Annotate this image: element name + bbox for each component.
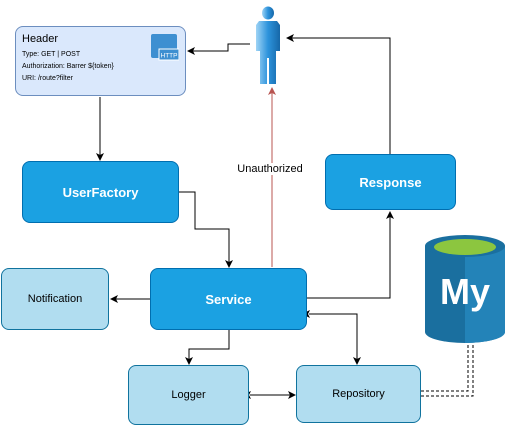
node-logger-label: Logger bbox=[171, 389, 206, 401]
node-logger[interactable]: Logger bbox=[128, 365, 249, 425]
header-uri: URI: /route?filter bbox=[22, 75, 73, 82]
unauthorized-label: Unauthorized bbox=[235, 163, 305, 175]
node-service[interactable]: Service bbox=[150, 268, 307, 330]
header-type: Type: GET | POST bbox=[22, 51, 81, 58]
edge-repository-to-database bbox=[421, 343, 469, 392]
edge-user-to-header bbox=[187, 43, 250, 55]
mysql-logo-text: My bbox=[440, 271, 490, 312]
header-authorization: Authorization: Barrer ${token} bbox=[22, 63, 114, 70]
edge-response-to-user bbox=[286, 34, 391, 154]
node-notification-label: Notification bbox=[27, 293, 83, 305]
node-user-factory-label: UserFactory bbox=[62, 184, 139, 200]
node-service-label: Service bbox=[205, 291, 252, 307]
node-notification[interactable]: Notification bbox=[1, 268, 109, 330]
node-response[interactable]: Response bbox=[325, 154, 456, 210]
user-icon bbox=[256, 6, 280, 84]
edge-service-repository bbox=[302, 310, 361, 365]
node-repository[interactable]: Repository bbox=[296, 365, 421, 423]
edge-service-to-response bbox=[307, 211, 394, 299]
node-response-label: Response bbox=[359, 174, 422, 190]
header-title: Header bbox=[22, 33, 59, 45]
edge-repository-to-database-inner bbox=[421, 343, 474, 397]
mysql-database-icon[interactable]: My bbox=[425, 234, 505, 344]
node-repository-label: Repository bbox=[332, 388, 385, 400]
http-icon: HTTP bbox=[151, 34, 179, 61]
node-user-factory[interactable]: UserFactory bbox=[22, 161, 179, 223]
http-badge-text: HTTP bbox=[161, 53, 178, 60]
edge-service-to-logger bbox=[185, 330, 230, 365]
edge-userfactory-to-service bbox=[179, 191, 233, 268]
